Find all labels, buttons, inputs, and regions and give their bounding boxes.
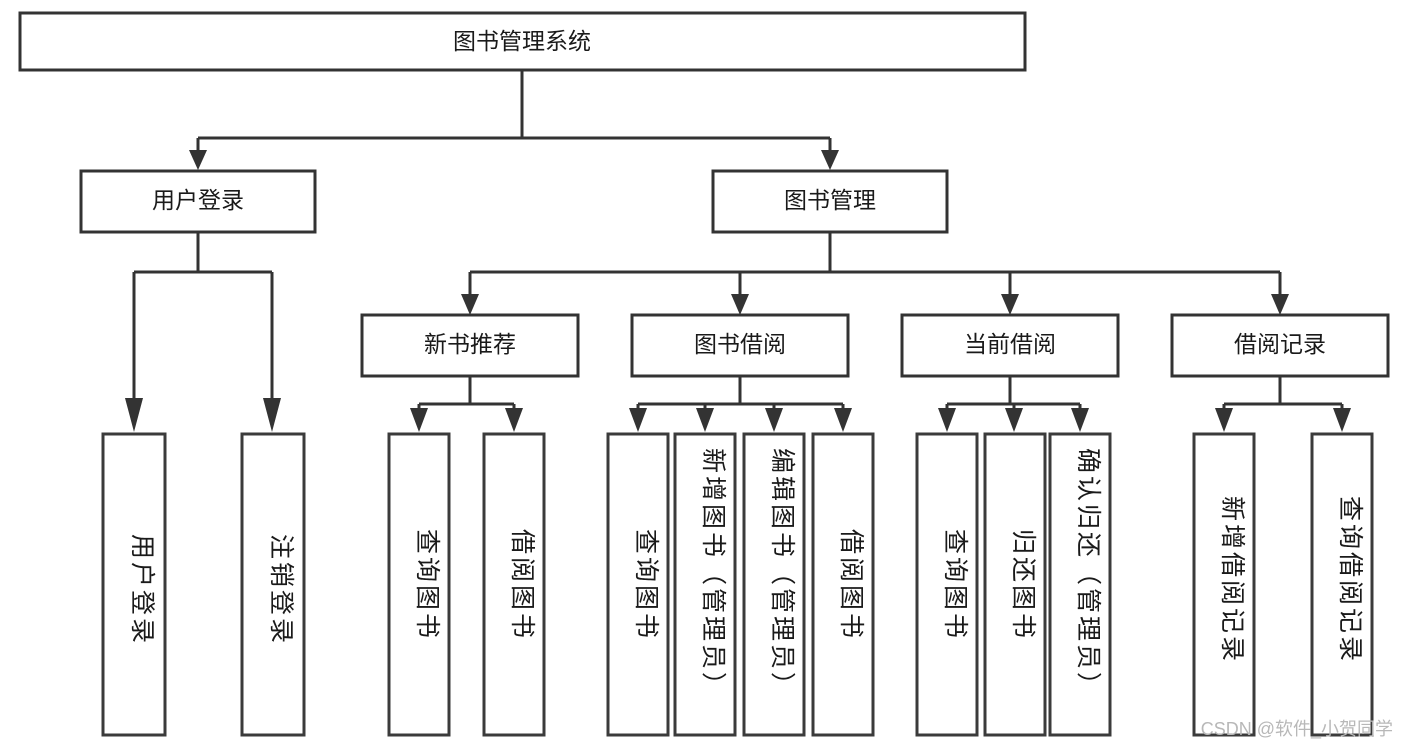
node-current-borrow[interactable]: 当前借阅 [900,313,1120,378]
leaf-edit-book-box[interactable] [742,432,806,737]
leaf-query-book-1[interactable]: 查询图书 [387,432,451,737]
node-borrow-record-label: 借阅记录 [1234,331,1326,357]
node-root-box[interactable] [18,11,1027,72]
node-borrow-record-box[interactable] [1170,313,1390,378]
arrow-head-leaf-user-login [125,398,143,432]
arrow-head-new-book-recommend [461,294,479,315]
leaf-user-login-box[interactable] [101,432,167,737]
leaf-confirm-return-box[interactable] [1048,432,1112,737]
leaf-query-record[interactable]: 查询借阅记录 [1310,432,1374,737]
node-borrow-record[interactable]: 借阅记录 [1170,313,1390,378]
node-new-book-recommend-label: 新书推荐 [424,331,516,357]
leaf-add-record-label: 新增借阅记录 [1218,496,1246,664]
node-current-borrow-label: 当前借阅 [964,331,1056,357]
leaf-query-book-2-label: 查询图书 [632,529,660,641]
leaf-borrow-book-2-box[interactable] [811,432,875,737]
leaf-add-book[interactable]: 新增图书（管理员） [673,432,737,737]
leaf-query-book-2[interactable]: 查询图书 [606,432,670,737]
arrow-head-leaf-add-record [1215,408,1233,432]
arrow-head-leaf-add-book [696,408,714,432]
arrow-head-leaf-borrow-book-2 [834,408,852,432]
arrow-head-book-management [821,150,839,170]
leaf-return-book[interactable]: 归还图书 [983,432,1047,737]
arrow-head-current-borrow [1001,294,1019,315]
arrow-head-leaf-return-book [1005,408,1023,432]
leaf-add-book-box[interactable] [673,432,737,737]
arrow-head-leaf-query-record [1333,408,1351,432]
node-user-login-box[interactable] [79,169,317,234]
leaf-user-logout-label: 注销登录 [267,534,295,646]
arrow-head-leaf-confirm-return [1071,408,1089,432]
arrow-head-book-borrow [731,294,749,315]
arrow-head-leaf-user-logout [263,398,281,432]
leaf-query-book-1-label: 查询图书 [413,529,441,641]
arrow-head-leaf-query-book-1 [410,408,428,432]
leaf-borrow-book-1-box[interactable] [482,432,546,737]
leaf-query-book-1-box[interactable] [387,432,451,737]
arrow-head-leaf-query-book-3 [938,408,956,432]
node-user-login-label: 用户登录 [152,187,244,213]
leaf-edit-book-label: 编辑图书（管理员） [768,448,796,700]
leaf-add-record[interactable]: 新增借阅记录 [1192,432,1256,737]
node-root-label: 图书管理系统 [453,28,591,54]
leaf-borrow-book-2-label: 借阅图书 [837,529,865,641]
node-new-book-recommend[interactable]: 新书推荐 [360,313,580,378]
leaf-user-login[interactable]: 用户登录 [101,432,167,737]
leaf-query-record-box[interactable] [1310,432,1374,737]
node-book-management-label: 图书管理 [784,187,876,213]
arrow-head-leaf-edit-book [765,408,783,432]
leaf-user-login-label: 用户登录 [128,534,156,646]
leaf-borrow-book-1[interactable]: 借阅图书 [482,432,546,737]
node-book-management[interactable]: 图书管理 [711,169,949,234]
leaf-confirm-return[interactable]: 确认归还（管理员） [1048,432,1112,737]
leaf-query-book-3[interactable]: 查询图书 [915,432,979,737]
arrow-head-borrow-record [1271,294,1289,315]
leaf-borrow-book-1-label: 借阅图书 [508,529,536,641]
node-book-borrow[interactable]: 图书借阅 [630,313,850,378]
leaf-user-logout[interactable]: 注销登录 [240,432,306,737]
arrow-head-leaf-query-book-2 [629,408,647,432]
arrow-head-leaf-borrow-book-1 [505,408,523,432]
arrow-head-user-login [189,150,207,170]
csdn-watermark: CSDN @软件_小贺同学 [1200,719,1393,739]
node-book-management-box[interactable] [711,169,949,234]
node-current-borrow-box[interactable] [900,313,1120,378]
leaf-confirm-return-label: 确认归还（管理员） [1074,448,1102,700]
leaf-add-record-box[interactable] [1192,432,1256,737]
leaf-user-logout-box[interactable] [240,432,306,737]
leaf-query-record-label: 查询借阅记录 [1336,496,1364,664]
leaf-borrow-book-2[interactable]: 借阅图书 [811,432,875,737]
node-book-borrow-label: 图书借阅 [694,331,786,357]
node-user-login[interactable]: 用户登录 [79,169,317,234]
leaf-return-book-label: 归还图书 [1009,529,1037,641]
node-root[interactable]: 图书管理系统 [18,11,1027,72]
connectors-group [125,70,1351,432]
node-book-borrow-box[interactable] [630,313,850,378]
node-new-book-recommend-box[interactable] [360,313,580,378]
leaf-add-book-label: 新增图书（管理员） [699,448,727,700]
leaf-edit-book[interactable]: 编辑图书（管理员） [742,432,806,737]
leaf-return-book-box[interactable] [983,432,1047,737]
leaf-query-book-3-label: 查询图书 [941,529,969,641]
leaf-query-book-2-box[interactable] [606,432,670,737]
leaf-query-book-3-box[interactable] [915,432,979,737]
